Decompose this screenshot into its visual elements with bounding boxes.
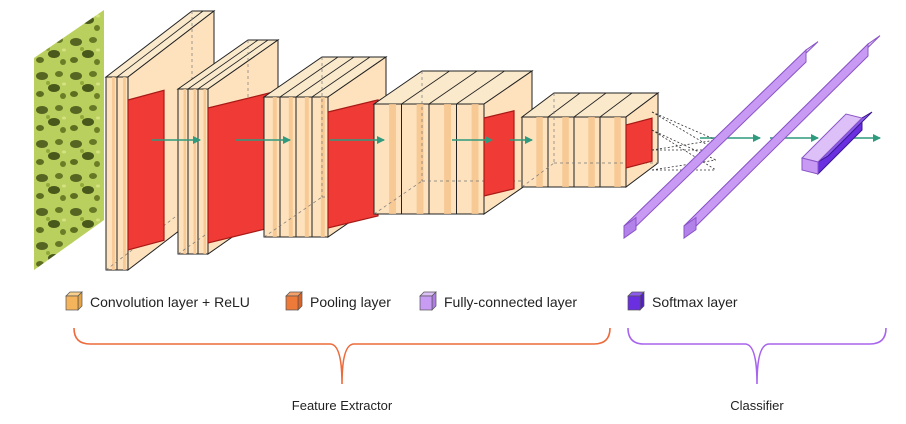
legend-item-2: Pooling layer [285, 291, 391, 311]
classifier-brace [627, 327, 887, 385]
convolution-cube-icon [65, 291, 83, 311]
dotted-connection [651, 139, 717, 151]
feature-block-5 [520, 92, 660, 188]
legend-label: Fully-connected layer [444, 294, 577, 310]
feature-block-2 [176, 39, 280, 255]
fully-connected-layer-2 [683, 35, 881, 240]
classifier-label: Classifier [730, 398, 784, 413]
softmax-layer [801, 111, 873, 176]
fully-connected-layer-1 [623, 41, 819, 240]
dotted-connection [651, 111, 717, 151]
feature-extractor-brace [73, 327, 611, 385]
feature-block-4 [372, 70, 534, 215]
pooling-panel-2 [207, 92, 271, 244]
input-leaf-image [34, 10, 104, 270]
pooling-panel-3 [327, 99, 379, 229]
feature-block-3 [262, 56, 388, 238]
pooling-panel-4 [483, 110, 515, 197]
dotted-connection [651, 111, 717, 141]
pooling-panel-5 [625, 117, 653, 169]
softmax-cube-icon [627, 291, 645, 311]
pooling-panel-1 [127, 89, 165, 251]
legend-label: Pooling layer [310, 294, 391, 310]
dotted-connection [651, 159, 717, 171]
legend-item-3: Fully-connected layer [419, 291, 577, 311]
fully-connected-cube-icon [419, 291, 437, 311]
legend-item-1: Convolution layer + ReLU [65, 291, 250, 311]
legend-label: Convolution layer + ReLU [90, 294, 250, 310]
legend-label: Softmax layer [652, 294, 738, 310]
legend-item-4: Softmax layer [627, 291, 738, 311]
feature-extractor-label: Feature Extractor [292, 398, 393, 413]
pooling-cube-icon [285, 291, 303, 311]
